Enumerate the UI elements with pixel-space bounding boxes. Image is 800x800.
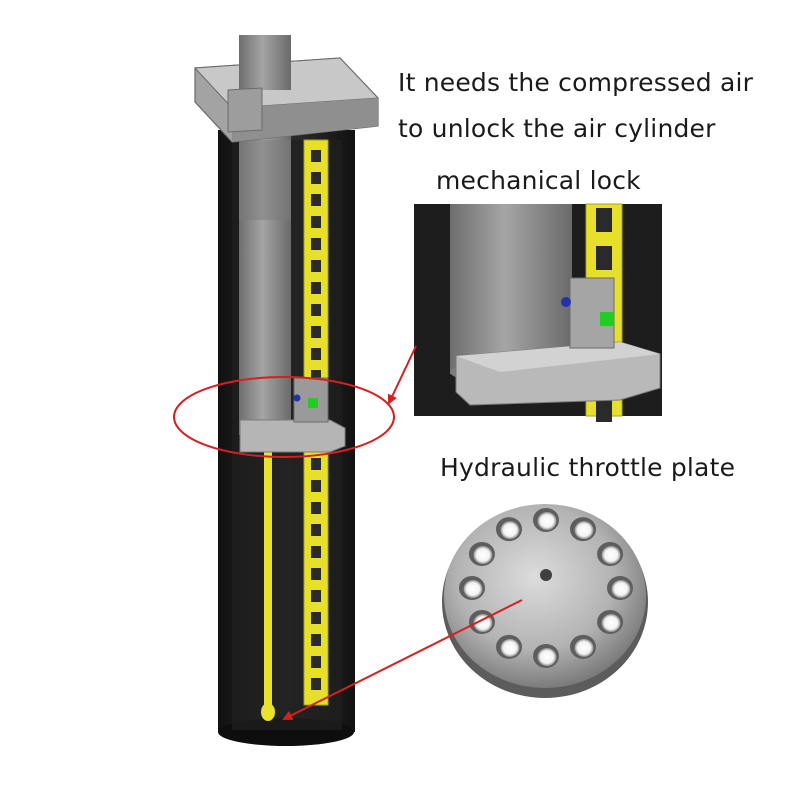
caption-line-3: mechanical lock (436, 166, 641, 195)
hydraulic-rod-tip (261, 703, 275, 721)
ladder-slot (311, 612, 321, 624)
plate-hole (500, 638, 520, 657)
plate-hole (574, 521, 594, 540)
top-mount (193, 35, 380, 143)
lock-bracket (239, 377, 346, 453)
caption-line-1: It needs the compressed air (398, 68, 754, 97)
ladder-slot (311, 282, 321, 294)
ladder-slot (311, 458, 321, 470)
plate-hole (601, 546, 621, 564)
plate-hole (463, 580, 483, 598)
ladder-slot (311, 326, 321, 338)
ladder-slot (311, 370, 321, 382)
plate-hole (611, 580, 631, 598)
inset-ladder-slot (596, 398, 612, 422)
ladder-slot (311, 216, 321, 228)
ladder-slot (311, 546, 321, 558)
ladder-slot (311, 502, 321, 514)
ladder-slot (311, 568, 321, 580)
ladder-slot (311, 590, 321, 602)
hydraulic-rod (264, 450, 272, 708)
lock-detail-inset (414, 203, 662, 422)
ladder-slot (311, 304, 321, 316)
ladder-slot (311, 172, 321, 184)
ladder-slot (311, 480, 321, 492)
piston-rod-upper (239, 140, 291, 220)
plate-hole (574, 638, 594, 657)
ladder-slot (311, 678, 321, 690)
plate-hole (473, 614, 493, 632)
ladder-slot (311, 348, 321, 360)
ladder-slot (311, 150, 321, 162)
arrow-to-throttle (282, 599, 523, 720)
plate-hole (500, 521, 520, 540)
plate-hole (601, 614, 621, 632)
callout-ellipse (173, 376, 395, 458)
cylinder-diagram (193, 35, 380, 746)
inset-ladder-slot (596, 246, 612, 270)
ladder-slot (311, 634, 321, 646)
arrow-to-lock-inset (387, 345, 417, 405)
center-hole (540, 569, 552, 581)
plate-hole (537, 512, 557, 530)
ladder-slot (311, 260, 321, 272)
throttle-plate-photo (442, 504, 648, 698)
throttle-plate-label: Hydraulic throttle plate (440, 453, 736, 482)
ladder-slot (311, 656, 321, 668)
inset-ladder-slot (596, 208, 612, 232)
caption-line-2: to unlock the air cylinder (398, 114, 716, 143)
lock-indicator (308, 398, 318, 408)
ladder-slot (311, 524, 321, 536)
plate-hole (473, 546, 493, 564)
ladder-slot (311, 238, 321, 250)
ladder-slot (311, 194, 321, 206)
lock-pin (293, 394, 301, 402)
plate-hole (537, 648, 557, 666)
